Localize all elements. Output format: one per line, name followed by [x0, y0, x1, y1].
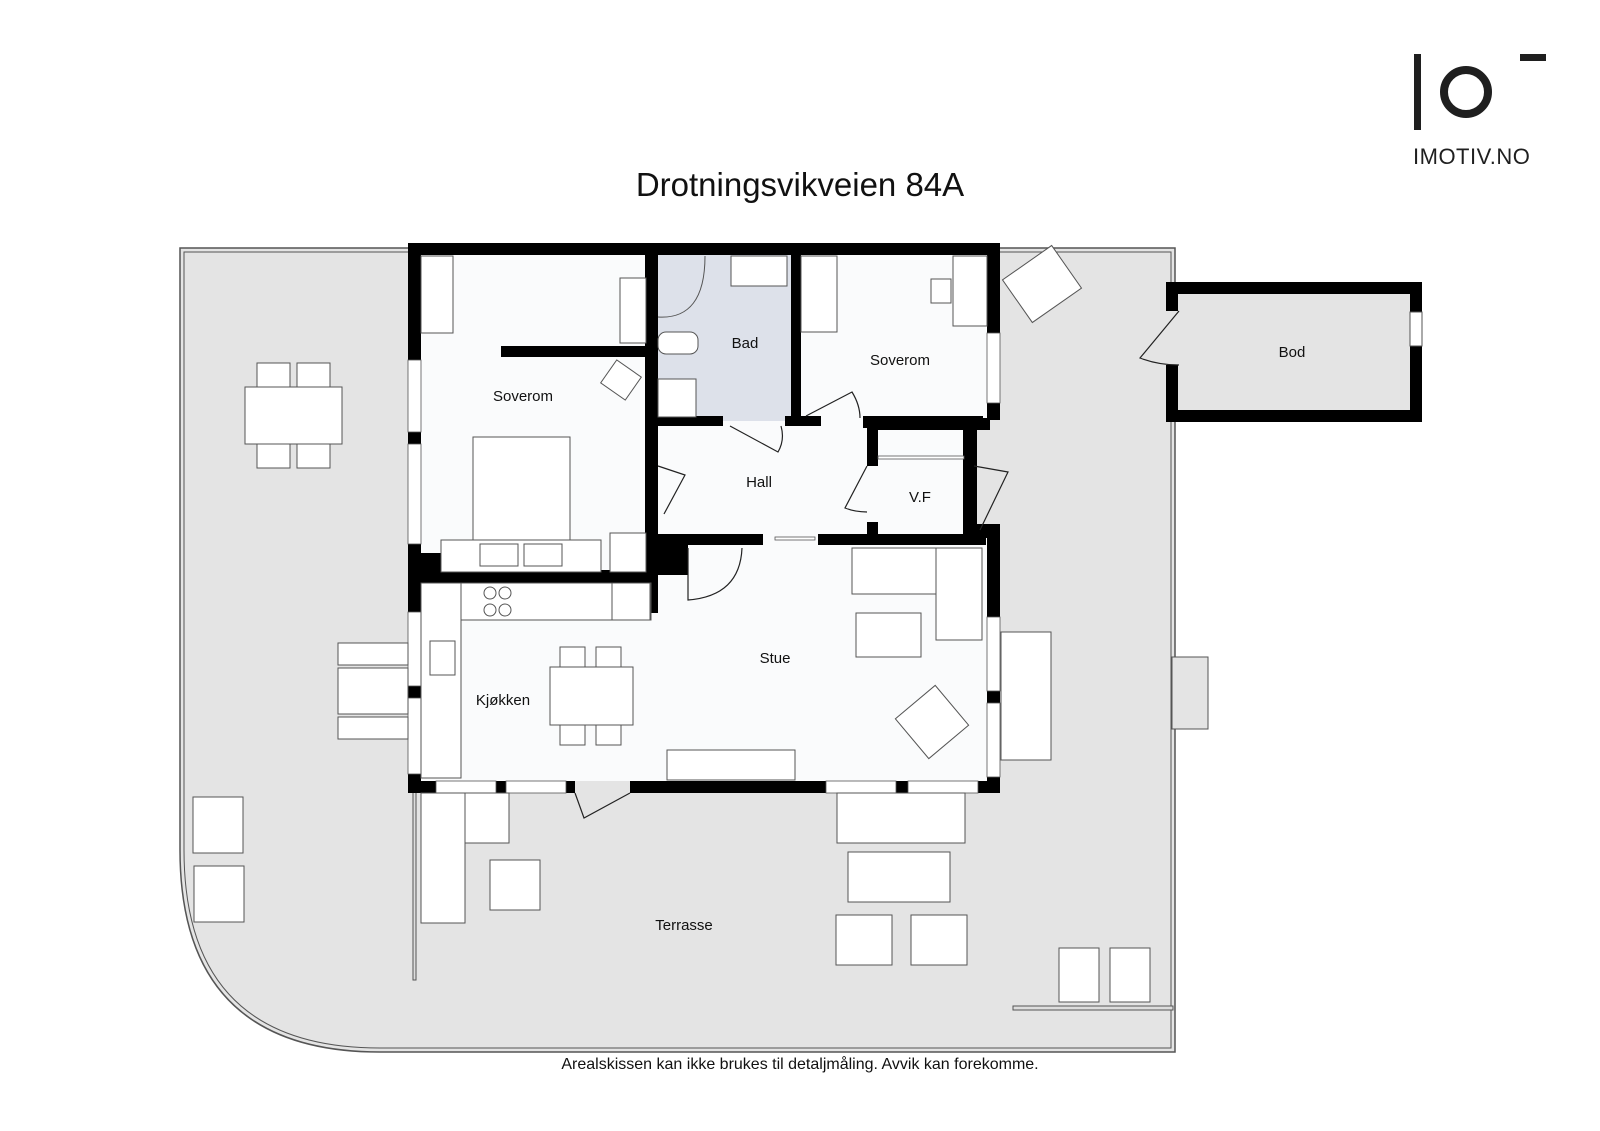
bod-storage: [1139, 282, 1423, 422]
room-label-vf: V.F: [909, 489, 931, 506]
brand-logo: [1410, 50, 1550, 175]
io-logo-icon: [1414, 54, 1546, 130]
room-label-bad: Bad: [732, 335, 759, 352]
house: [407, 243, 1009, 819]
disclaimer-text: Arealskissen kan ikke brukes til detaljm…: [561, 1056, 1039, 1073]
room-label-stue: Stue: [760, 650, 791, 667]
room-label-terrasse: Terrasse: [655, 917, 713, 934]
room-label-kjokken: Kjøkken: [476, 692, 530, 709]
room-label-bod: Bod: [1279, 344, 1306, 361]
room-label-soverom-1: Soverom: [493, 388, 553, 405]
room-label-hall: Hall: [746, 474, 772, 491]
page-title-text: Drotningsvikveien 84A: [635, 166, 965, 203]
page-title: Drotningsvikveien 84A: [0, 166, 1600, 204]
furniture: [192, 244, 1151, 1003]
brand-logo-text: IMOTIV.NO: [1413, 144, 1531, 169]
room-label-soverom-2: Soverom: [870, 352, 930, 369]
